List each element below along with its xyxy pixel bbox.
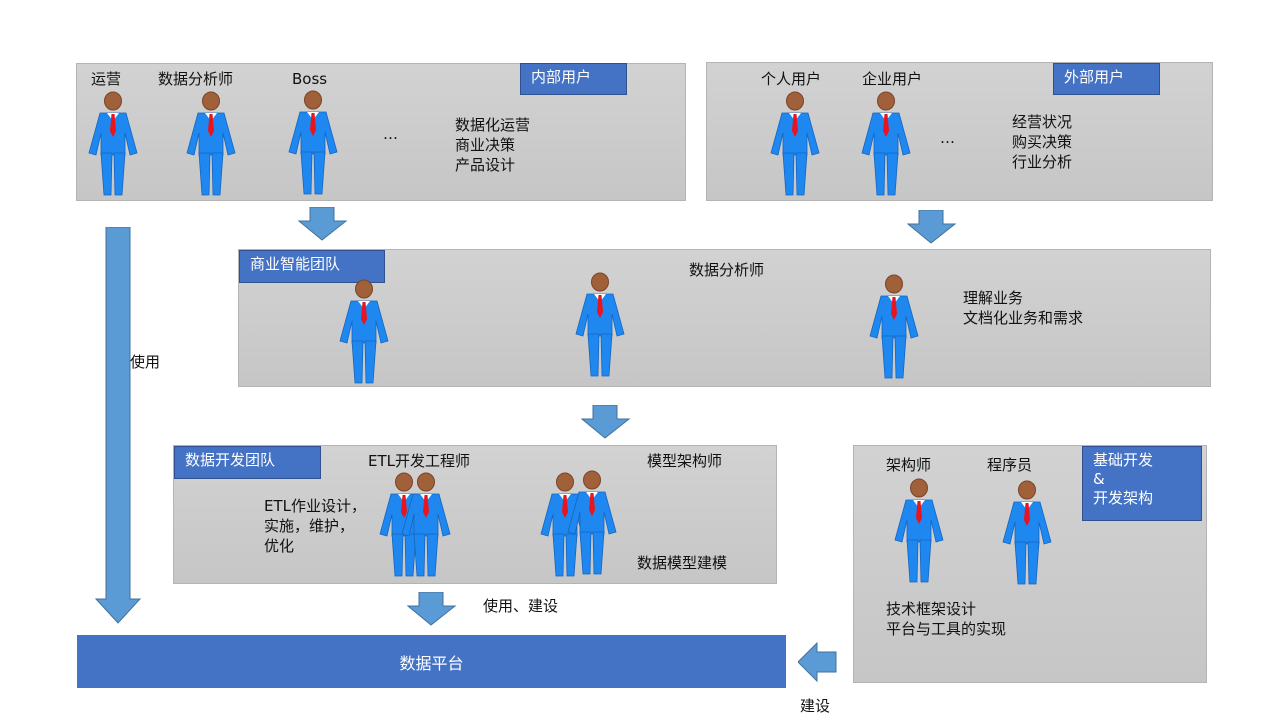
data-dev-team-tag: 数据开发团队 bbox=[174, 446, 321, 479]
person-icon bbox=[1002, 480, 1052, 585]
person-icon bbox=[575, 272, 625, 377]
role-etl-engineer: ETL开发工程师 bbox=[368, 452, 470, 470]
label-build: 建设 bbox=[800, 697, 831, 715]
role-individual-user: 个人用户 bbox=[761, 70, 822, 88]
external-description: 经营状况 购买决策 行业分析 bbox=[1012, 113, 1073, 171]
role-programmer: 程序员 bbox=[987, 456, 1033, 474]
external-ellipsis: … bbox=[940, 129, 955, 147]
person-icon bbox=[567, 470, 617, 575]
data-platform-bar: 数据平台 bbox=[77, 635, 786, 688]
bi-role-data-analyst: 数据分析师 bbox=[689, 261, 765, 279]
internal-description: 数据化运营 商业决策 产品设计 bbox=[455, 116, 531, 174]
model-description: 数据模型建模 bbox=[637, 554, 728, 572]
internal-down-arrow bbox=[298, 207, 348, 241]
external-users-tag: 外部用户 bbox=[1053, 63, 1160, 95]
infra-left-arrow bbox=[798, 642, 837, 683]
bi-team-tag: 商业智能团队 bbox=[239, 250, 385, 283]
role-model-architect: 模型架构师 bbox=[647, 452, 723, 470]
role-architect: 架构师 bbox=[886, 456, 932, 474]
bi-team-panel bbox=[238, 249, 1211, 387]
person-icon bbox=[88, 91, 138, 196]
infra-description: 技术框架设计 平台与工具的实现 bbox=[886, 600, 1007, 638]
person-icon bbox=[288, 90, 338, 195]
role-enterprise-user: 企业用户 bbox=[862, 70, 923, 88]
infra-dev-tag: 基础开发 & 开发架构 bbox=[1082, 446, 1202, 521]
etl-description: ETL作业设计， 实施，维护， 优化 bbox=[264, 497, 366, 555]
person-icon bbox=[894, 478, 944, 583]
label-use-build: 使用、建设 bbox=[483, 597, 559, 615]
use-long-down-arrow bbox=[94, 227, 142, 624]
label-use: 使用 bbox=[130, 353, 161, 371]
role-data-analyst: 数据分析师 bbox=[158, 70, 234, 88]
person-icon bbox=[186, 91, 236, 196]
data-platform-label: 数据平台 bbox=[399, 653, 464, 673]
internal-ellipsis: … bbox=[383, 125, 398, 143]
person-icon bbox=[869, 274, 919, 379]
bi-down-arrow bbox=[581, 405, 631, 439]
person-icon bbox=[339, 279, 389, 384]
person-icon bbox=[861, 91, 911, 196]
person-icon bbox=[401, 472, 451, 577]
internal-users-tag: 内部用户 bbox=[520, 63, 627, 95]
role-boss: Boss bbox=[292, 70, 328, 88]
person-icon bbox=[770, 91, 820, 196]
role-operations: 运营 bbox=[91, 70, 122, 88]
dev-down-arrow bbox=[407, 592, 457, 626]
external-down-arrow bbox=[907, 210, 957, 244]
bi-description: 理解业务 文档化业务和需求 bbox=[963, 289, 1084, 327]
